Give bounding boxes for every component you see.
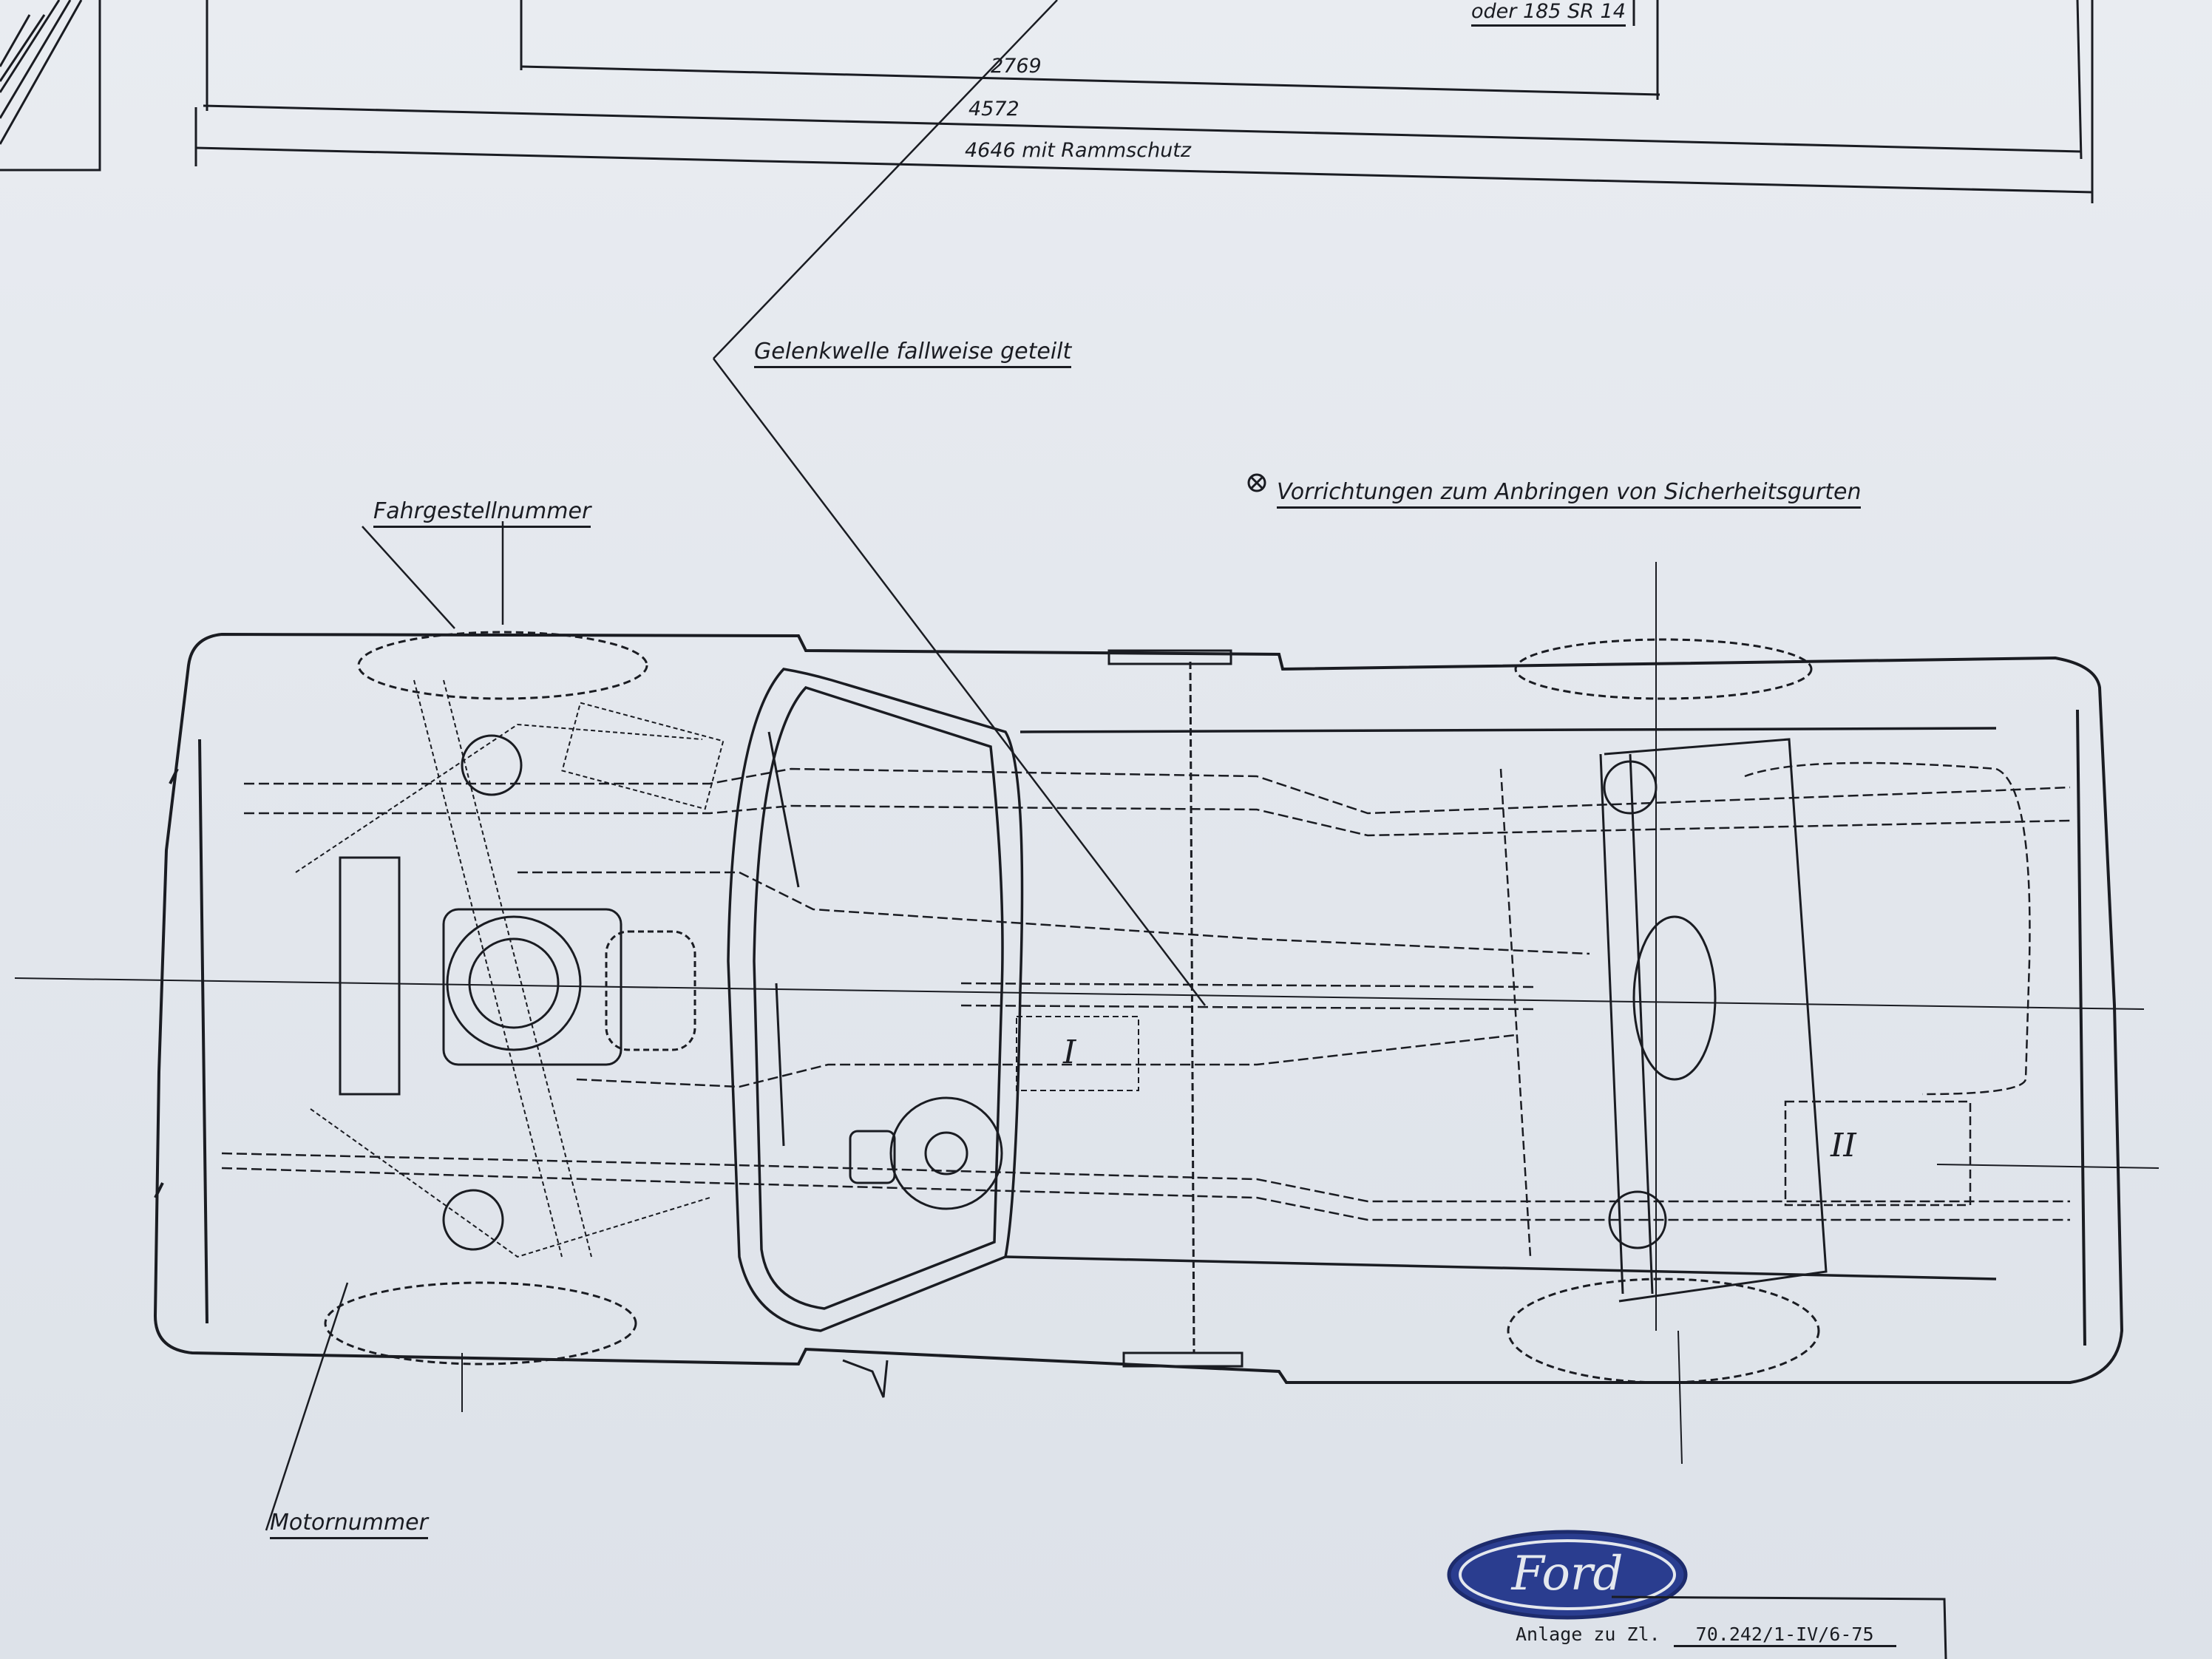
engine-block	[339, 734, 696, 1251]
engine-number-callout: Motornummer	[270, 1510, 428, 1539]
tyre-note: oder 185 SR 14	[1471, 0, 1626, 27]
ford-logo: Ford	[1447, 1530, 1688, 1620]
stamp-reference: Anlage zu Zl. 70.242/1-IV/6-75	[1516, 1624, 1896, 1647]
body-outline	[153, 632, 2124, 1384]
stamp-ref-label: Anlage zu Zl.	[1516, 1624, 1660, 1645]
stamp-frame	[1611, 1595, 1947, 1659]
corner-frame-lines	[0, 0, 101, 172]
center-lines	[14, 562, 2160, 1465]
fuel-tank-1	[1016, 1016, 1139, 1091]
wheels	[324, 631, 1820, 1384]
steering-assembly	[767, 731, 1003, 1210]
length-with-bumper-dimension: 4646 mit Rammschutz	[965, 139, 1192, 162]
rear-boot	[1499, 761, 2031, 1258]
length-dimension: 4572	[968, 98, 1020, 121]
fuel-tank-1-marker: I	[1063, 1034, 1076, 1071]
leader-lines	[265, 0, 1206, 1531]
chassis-number-callout: Fahrgestellnummer	[373, 498, 591, 528]
rear-axle	[1599, 738, 1828, 1303]
propshaft-callout: Gelenkwelle fallweise geteilt	[754, 339, 1072, 368]
seatbelt-symbol-icon	[1247, 473, 1266, 492]
dimension-lines	[194, 0, 2094, 203]
mirrors	[842, 649, 1244, 1398]
seatbelt-anchors-callout: Vorrichtungen zum Anbringen von Sicherhe…	[1277, 479, 1862, 509]
stamp-ref-value: 70.242/1-IV/6-75	[1673, 1624, 1896, 1647]
fuel-tank-2-marker: II	[1831, 1127, 1856, 1164]
front-suspension	[295, 679, 725, 1258]
wheelbase-dimension: 2769	[991, 55, 1042, 78]
cabin-outline	[727, 668, 1997, 1332]
chassis-rails	[221, 767, 2071, 1221]
ford-logo-text: Ford	[1511, 1547, 1624, 1601]
